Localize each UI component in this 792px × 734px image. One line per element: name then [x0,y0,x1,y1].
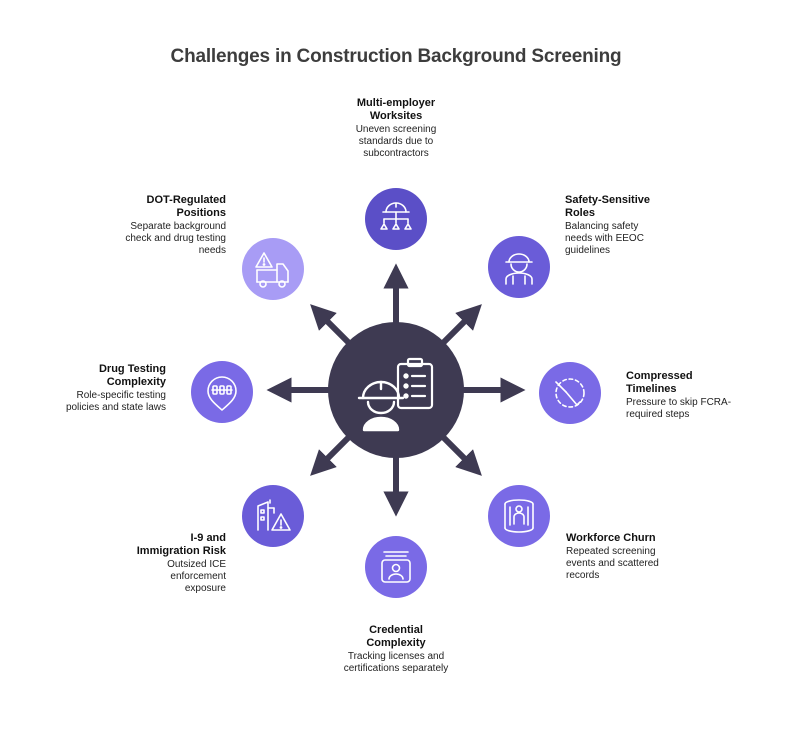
node-i9-immigration [242,485,304,547]
id-card-icon [381,551,411,583]
label-multi-employer: Multi-employer Worksites Uneven screenin… [321,97,471,160]
node-description: Uneven screening standards due to subcon… [355,124,437,159]
worker-helmet-icon [505,253,533,285]
node-title: Credential Complexity [366,624,426,649]
diagram-title: Challenges in Construction Background Sc… [170,46,622,67]
label-safety-sensitive: Safety-Sensitive Roles Balancing safety … [565,194,665,257]
node-description: Repeated screening events and scattered … [566,546,659,581]
node-description: Balancing safety needs with EEOC guideli… [565,221,644,256]
node-credential-complexity [365,536,427,598]
clipboard-checklist-icon [396,357,434,410]
node-description: Role-specific testing policies and state… [65,390,166,413]
node-title: Workforce Churn [566,532,656,544]
label-credential-complexity: Credential Complexity Tracking licenses … [321,624,471,675]
node-title: DOT-Regulated Positions [146,194,226,219]
central-hub [328,322,464,458]
truck-warning-icon [255,252,289,288]
label-compressed-timelines: Compressed Timelines Pressure to skip FC… [626,370,746,421]
node-description: Separate background check and drug testi… [125,221,226,256]
test-tubes-pin-icon [207,376,237,411]
node-description: Outsized ICE enforcement exposure [167,559,226,594]
node-drug-testing [191,361,253,423]
org-chart-hard-hat-icon [380,202,412,230]
node-multi-employer [365,188,427,250]
label-dot-regulated: DOT-Regulated Positions Separate backgro… [106,194,226,257]
node-title: Compressed Timelines [626,370,693,395]
node-description: Tracking licenses and certifications sep… [343,651,449,674]
node-title: Safety-Sensitive Roles [565,194,650,219]
node-workforce-churn [488,485,550,547]
node-title: Drug Testing Complexity [98,363,166,388]
node-description: Pressure to skip FCRA-required steps [626,397,732,420]
hard-hat-worker-icon [357,380,405,432]
building-warning-icon [257,499,291,531]
node-dot-regulated [242,238,304,300]
node-title: Multi-employer Worksites [356,97,436,122]
stopwatch-icon [555,378,585,408]
label-drug-testing: Drug Testing Complexity Role-specific te… [56,363,166,414]
label-i9-immigration: I-9 and Immigration Risk Outsized ICE en… [116,532,226,595]
node-safety-sensitive [488,236,550,298]
node-compressed-timelines [539,362,601,424]
label-workforce-churn: Workforce Churn Repeated screening event… [566,532,676,582]
person-rotation-icon [504,499,534,533]
node-title: I-9 and Immigration Risk [136,532,226,557]
